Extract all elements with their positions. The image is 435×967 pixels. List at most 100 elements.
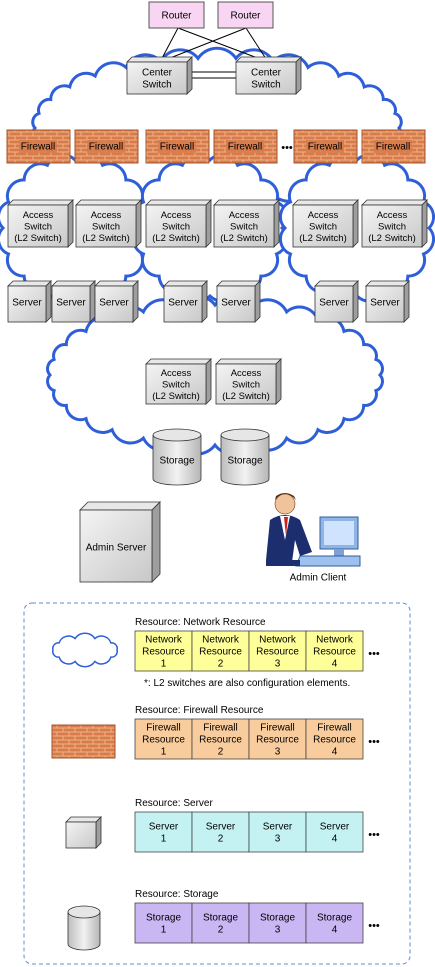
ellipsis: ••• <box>368 648 380 660</box>
legend-server-item <box>305 811 364 853</box>
storage-icon <box>152 428 202 486</box>
line-router2-switch2 <box>245 27 269 63</box>
legend-firewall-item <box>248 718 307 760</box>
line-router1-switch1 <box>159 27 179 63</box>
admin-client-icon <box>266 493 361 567</box>
access-switch <box>213 199 280 248</box>
legend-storage-title: Resource: Storage <box>135 889 219 900</box>
firewall-label: Firewall <box>376 142 410 153</box>
server-label: Server <box>319 298 349 309</box>
center-switch <box>235 56 302 95</box>
server-icon <box>216 280 261 323</box>
legend-network-title: Resource: Network Resource <box>135 617 266 628</box>
legend-storage-item <box>191 902 250 944</box>
access-switch <box>145 358 212 405</box>
server-icon <box>51 280 96 323</box>
legend-network-item <box>191 630 250 672</box>
access-switch <box>75 199 142 248</box>
legend-storage-item <box>134 902 193 944</box>
admin-client-label: Admin Client <box>290 573 347 584</box>
server-label: Server <box>221 298 251 309</box>
legend-server-item <box>248 811 307 853</box>
server-icon <box>314 280 359 323</box>
line-router2-switch1 <box>159 27 247 63</box>
storage-label: Storage <box>227 456 262 467</box>
server-icon <box>163 280 208 323</box>
legend-network-note: *: L2 switches are also configuration el… <box>144 678 350 689</box>
cloud-storage <box>46 294 384 456</box>
legend-storage-item <box>305 902 364 944</box>
router-label: Router <box>161 11 192 22</box>
legend-firewall-title: Resource: Firewall Resource <box>135 705 264 716</box>
legend-server-icon <box>65 816 102 849</box>
legend-network-item <box>248 630 307 672</box>
server-label: Server <box>370 298 400 309</box>
firewall-label: Firewall <box>228 142 262 153</box>
legend-server-title: Resource: Server <box>135 798 213 809</box>
admin-server-label: Admin Server <box>86 543 147 554</box>
legend-cloud-icon <box>52 632 118 668</box>
ellipsis: ••• <box>281 142 293 154</box>
access-switch <box>215 358 282 405</box>
server-label: Server <box>12 298 42 309</box>
router-label: Router <box>230 11 261 22</box>
center-switch <box>126 56 193 95</box>
legend-firewall-item <box>191 718 250 760</box>
storage-label: Storage <box>159 456 194 467</box>
legend-network-item <box>134 630 193 672</box>
access-switch <box>145 199 212 248</box>
server-label: Server <box>168 298 198 309</box>
access-switch <box>292 199 359 248</box>
access-switch <box>361 199 428 248</box>
connection-lines <box>159 27 269 79</box>
legend-server-item <box>191 811 250 853</box>
access-switch <box>7 199 74 248</box>
ellipsis: ••• <box>368 829 380 841</box>
storage-icon <box>220 428 270 486</box>
firewall-label: Firewall <box>21 142 55 153</box>
server-label: Server <box>56 298 86 309</box>
firewall-label: Firewall <box>308 142 342 153</box>
line-router1-switch2 <box>177 27 269 63</box>
legend-storage-icon <box>67 905 101 951</box>
router-box <box>217 1 274 29</box>
router-box <box>148 1 205 29</box>
legend-firewall-item <box>305 718 364 760</box>
server-icon <box>94 280 139 323</box>
admin-server-icon <box>79 501 161 583</box>
legend-network-item <box>305 630 364 672</box>
legend-frame <box>23 602 411 965</box>
server-label: Server <box>99 298 129 309</box>
server-icon <box>7 280 52 323</box>
ellipsis: ••• <box>368 736 380 748</box>
